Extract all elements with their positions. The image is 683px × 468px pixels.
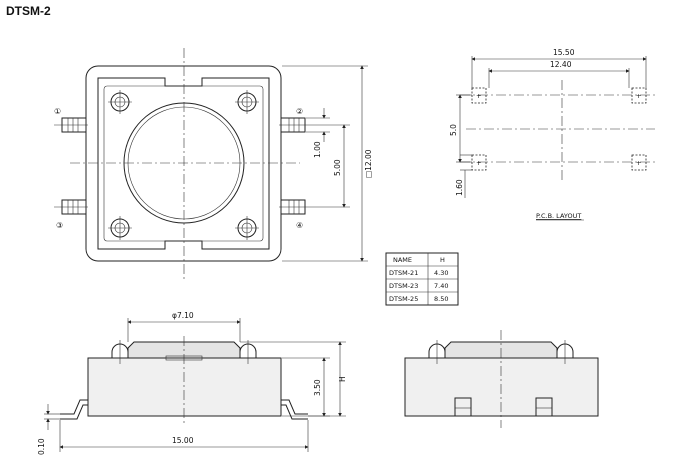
side-terminal-right <box>535 397 553 417</box>
svg-text:+: + <box>476 92 481 100</box>
dim-pcb-inner: 12.40 <box>488 60 630 88</box>
side-body-2 <box>404 357 599 417</box>
svg-text:5.0: 5.0 <box>449 124 458 136</box>
svg-text:12.40: 12.40 <box>550 60 572 69</box>
table-cell: 4.30 <box>434 269 448 277</box>
dim-cap-diameter: φ7.10 <box>127 311 241 342</box>
dim-total-width: 15.00 <box>59 420 309 452</box>
switch-body-outline <box>85 65 282 262</box>
pcb-layout-caption: P.C.B. LAYOUT <box>536 212 581 220</box>
pin-lead-3 <box>54 199 88 215</box>
svg-text:H: H <box>338 376 347 382</box>
pcb-pad-bl <box>471 154 487 171</box>
dim-lead-thickness: 0.10 <box>37 404 60 455</box>
table-cell: DTSM-23 <box>389 282 418 290</box>
dim-total-height: H <box>240 341 347 417</box>
table-cell: DTSM-25 <box>389 295 418 303</box>
svg-text:0.10: 0.10 <box>37 438 46 455</box>
pcb-layout: + + + + 15.50 12.40 5.0 <box>449 48 655 221</box>
svg-text:3.50: 3.50 <box>313 379 322 396</box>
pin-label-4: ④ <box>296 221 303 230</box>
side-body <box>87 357 282 417</box>
side-terminal-left <box>454 397 472 417</box>
pin-lead-1 <box>54 117 88 133</box>
table-cell: 7.40 <box>434 282 448 290</box>
dim-pcb-vertical: 5.0 <box>449 94 472 163</box>
svg-text:1.00: 1.00 <box>313 141 322 158</box>
table-cell: DTSM-21 <box>389 269 418 277</box>
table-cell: 8.50 <box>434 295 448 303</box>
svg-text:5.00: 5.00 <box>333 159 342 176</box>
svg-text:φ7.10: φ7.10 <box>172 311 194 320</box>
svg-text:□12.00: □12.00 <box>364 149 373 178</box>
pcb-pad-br <box>631 154 647 171</box>
dim-body-height: 3.50 <box>282 357 330 417</box>
pin-label-3: ③ <box>56 221 63 230</box>
pin-lead-4 <box>279 199 312 215</box>
dim-body-size: □12.00 <box>282 65 373 262</box>
pin-label-1: ① <box>54 107 61 116</box>
side-view-side <box>404 330 599 428</box>
dim-pin-span: 5.00 <box>312 124 350 208</box>
svg-text:+: + <box>636 92 641 100</box>
dim-pcb-outer: 15.50 <box>471 48 647 88</box>
svg-text:+: + <box>636 159 641 167</box>
svg-text:+: + <box>476 159 481 167</box>
dim-pcb-pad: 1.60 <box>455 154 472 198</box>
pin-lead-2 <box>279 117 312 133</box>
svg-text:15.00: 15.00 <box>172 436 194 445</box>
top-view: ① ② ③ ④ 1.00 5.00 □12.00 <box>54 48 373 282</box>
height-table: NAME H DTSM-21 4.30 DTSM-23 7.40 DTSM-25… <box>385 252 459 306</box>
table-header-name: NAME <box>393 256 412 264</box>
svg-text:1.60: 1.60 <box>455 179 464 196</box>
table-header-h: H <box>440 256 445 264</box>
pin-label-2: ② <box>296 107 303 116</box>
dim-pitch: 1.00 <box>306 108 330 158</box>
svg-text:15.50: 15.50 <box>553 48 575 57</box>
pcb-pad-tr <box>631 87 647 104</box>
side-view-front: φ7.10 3.50 H 0.10 15.00 <box>37 311 347 455</box>
drawing-title: DTSM-2 <box>6 4 51 18</box>
pcb-pad-tl <box>471 87 487 104</box>
